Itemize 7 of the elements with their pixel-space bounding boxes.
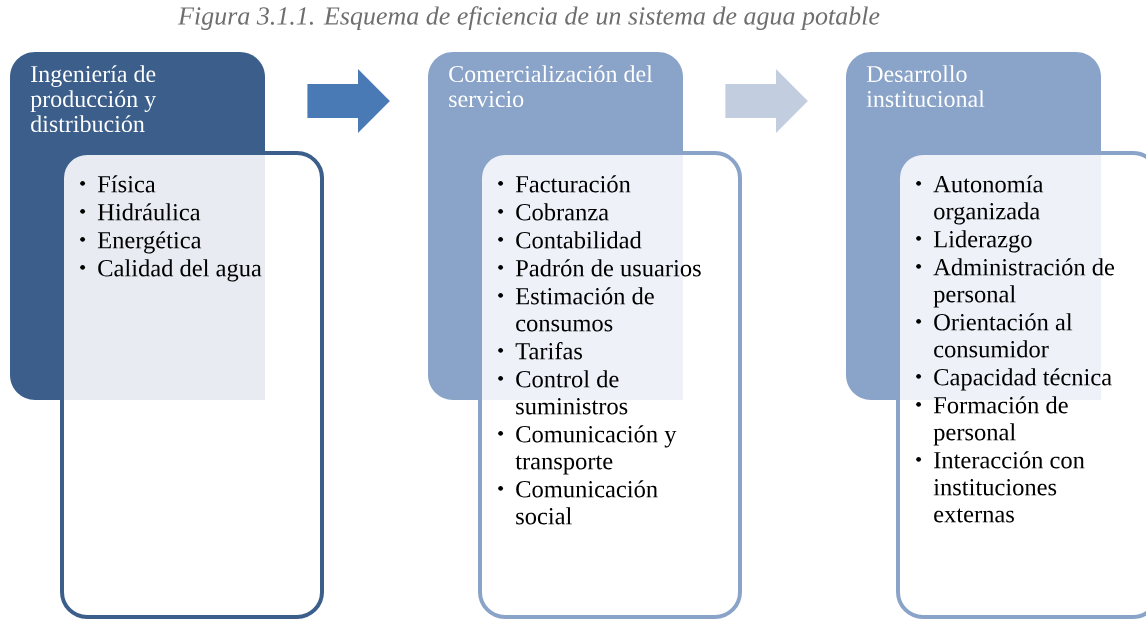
column-card: Ingeniería de producción y distribución Física Hidráulica Energética Calidad del agua: [10, 52, 324, 619]
title: Figura 3.1.1. Esquema de eficiencia de un sistema de agua potable: [177, 6, 880, 31]
node-label: Desarrollo institucional: [866, 65, 985, 108]
node-label: Ingeniería de producción y distribución: [30, 65, 157, 133]
column-card: Desarrollo institucional Autonomía organizada Liderazgo Administración de personal Orientación al consumidor Capacidad técnica Formación de personal Interacción con instituciones externas: [846, 52, 1146, 619]
column-card: Comercialización del servicio Facturación Cobranza Contabilidad Padrón de usuarios Estimación de consumos Tarifas Control de suministros Comunicación y transporte Comunicación social: [428, 52, 742, 619]
node-label: Comercialización del servicio: [449, 65, 653, 108]
